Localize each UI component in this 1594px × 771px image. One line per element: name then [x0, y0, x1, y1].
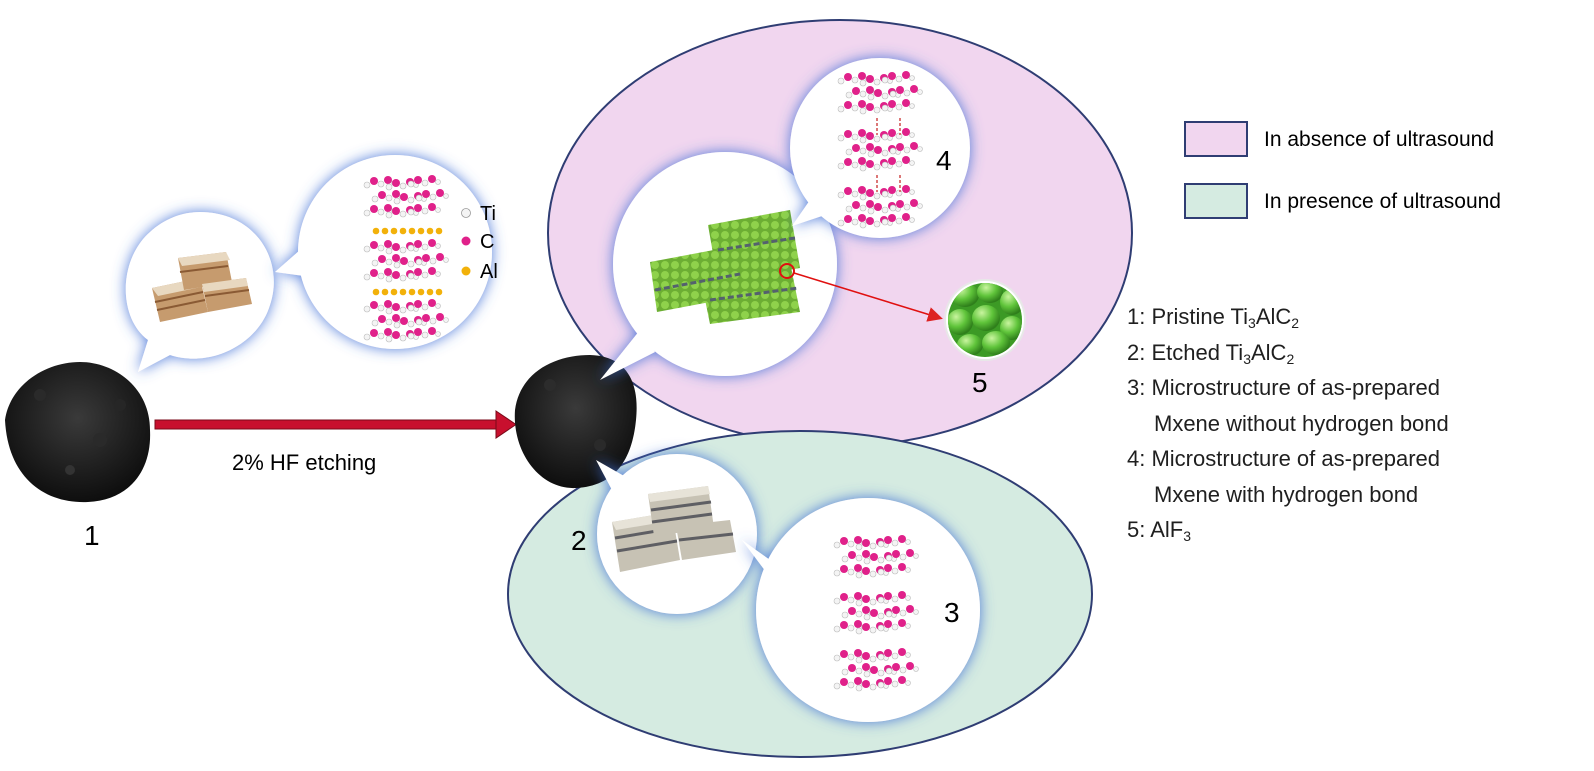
hbond-layers [838, 71, 923, 228]
ti-label: Ti [480, 203, 496, 225]
al-swatch [461, 266, 471, 276]
c-label: C [480, 231, 494, 253]
alf3-particles [944, 279, 1026, 361]
legend-absence-label: In absence of ultrasound [1264, 128, 1494, 151]
legend-presence-swatch [1184, 183, 1248, 219]
key-item-4: 4: Microstructure of as-prepared [1127, 446, 1441, 471]
key-item-5: 5: AlF3 [1127, 517, 1192, 544]
key-item-2: 2: Etched Ti3AlC2 [1127, 339, 1295, 367]
key-item-3-cont: Mxene without hydrogen bond [1154, 410, 1449, 436]
etching-arrow [154, 410, 517, 439]
green-coated-block [650, 210, 800, 324]
pristine-structure-bubble [275, 155, 492, 349]
stage-5-label: 5 [972, 367, 988, 398]
legend-presence-label: In presence of ultrasound [1264, 190, 1501, 213]
etched-block-bubble [596, 454, 757, 614]
arrow-label: 2% HF etching [232, 450, 376, 475]
pristine-powder-pile [5, 362, 151, 503]
al-label: Al [480, 261, 498, 283]
etched-block-icon [612, 486, 736, 572]
numbered-key-list: 1: Pristine Ti3AlC2 2: Etched Ti3AlC2 3:… [1127, 299, 1449, 548]
key-item-3: 3: Microstructure of as-prepared [1127, 375, 1441, 400]
stage-3-label: 3 [944, 597, 960, 628]
element-key: Ti C Al [461, 203, 498, 283]
c-swatch [461, 236, 471, 246]
alf3-pointer-arrow [793, 272, 943, 322]
etched-powder-pile [514, 355, 637, 489]
key-item-4-cont: Mxene with hydrogen bond [1154, 481, 1419, 507]
stage-4-label: 4 [936, 145, 952, 176]
legend-absence-swatch [1184, 121, 1248, 157]
stage-2-label: 2 [571, 525, 587, 556]
stage-1-label: 1 [84, 520, 100, 551]
highlight-circle [779, 263, 795, 279]
pristine-block-icon [152, 252, 252, 322]
key-item-1: 1: Pristine Ti3AlC2 [1127, 304, 1300, 331]
ti-swatch [461, 208, 471, 218]
